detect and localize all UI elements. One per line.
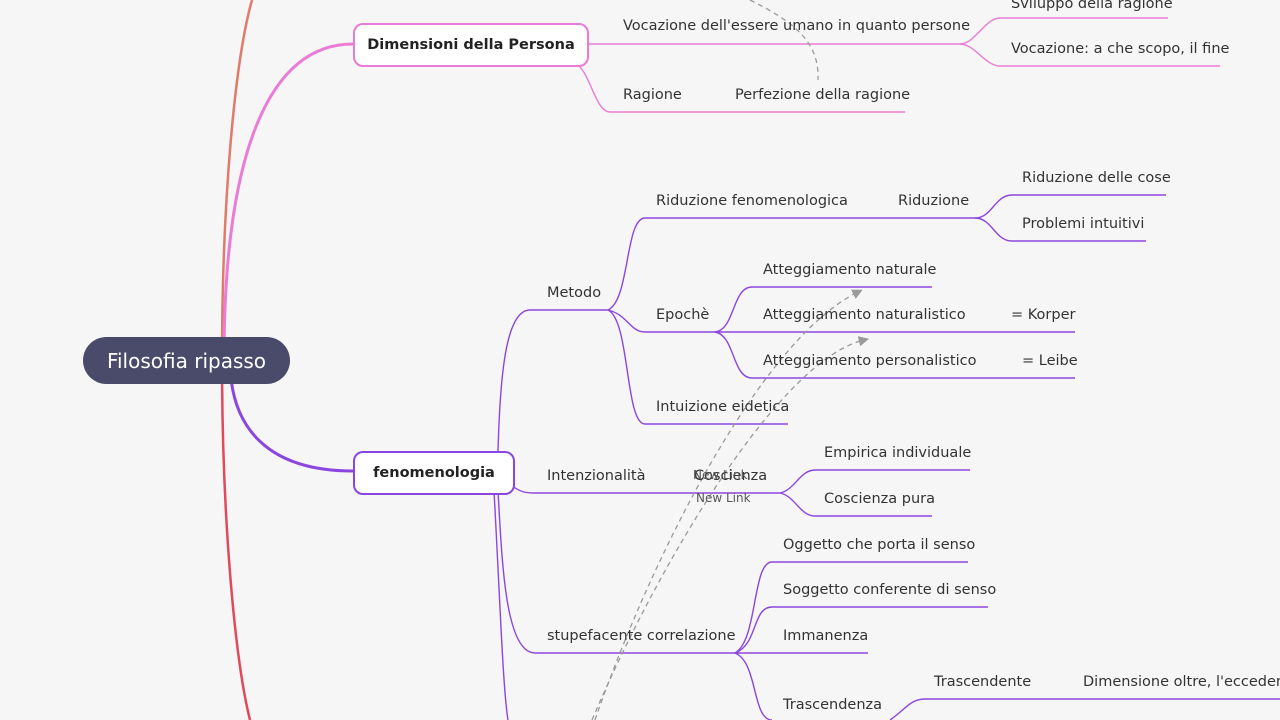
node-riduzione-fenomenologica[interactable]: Riduzione fenomenologica (656, 193, 848, 209)
node-ragione[interactable]: Ragione (623, 87, 682, 103)
node-vocazione-fine[interactable]: Vocazione: a che scopo, il fine (1011, 41, 1230, 57)
relation-link-1 (594, 289, 863, 720)
node-problemi-intuitivi[interactable]: Problemi intuitivi (1022, 216, 1145, 232)
node-dimensione-oltre[interactable]: Dimensione oltre, l'eccedenza (1083, 674, 1280, 690)
branch-pink-line (222, 42, 354, 361)
node-riduzione-cose[interactable]: Riduzione delle cose (1022, 170, 1171, 186)
node-intuizione-eidetica[interactable]: Intuizione eidetica (656, 399, 790, 415)
topic-dimensioni-persona[interactable]: Dimensioni della Persona (353, 23, 589, 67)
node-riduzione[interactable]: Riduzione (898, 193, 970, 209)
relation-label-2[interactable]: New Link (696, 491, 751, 505)
topic-fenomenologia[interactable]: fenomenologia (353, 451, 515, 495)
branch-red-line-lower (220, 359, 252, 720)
node-trascendente[interactable]: Trascendente (934, 674, 1032, 690)
node-atteggiamento-personalistico[interactable]: Atteggiamento personalistico (763, 353, 977, 369)
node-leibe[interactable]: = Leibe (1022, 353, 1078, 369)
node-trascendenza[interactable]: Trascendenza (783, 697, 883, 713)
node-metodo[interactable]: Metodo (547, 285, 602, 301)
node-empirica-individuale[interactable]: Empirica individuale (824, 445, 972, 461)
node-atteggiamento-naturalistico[interactable]: Atteggiamento naturalistico (763, 307, 966, 323)
node-oggetto-senso[interactable]: Oggetto che porta il senso (783, 537, 976, 553)
node-soggetto-senso[interactable]: Soggetto conferente di senso (783, 582, 997, 598)
node-coscienza-pura[interactable]: Coscienza pura (824, 491, 936, 507)
node-intenzionalita[interactable]: Intenzionalità (547, 468, 646, 484)
node-epoche[interactable]: Epochè (656, 307, 710, 323)
node-korper[interactable]: = Korper (1011, 307, 1076, 323)
node-stupefacente-correlazione[interactable]: stupefacente correlazione (547, 628, 736, 644)
node-perfezione-ragione[interactable]: Perfezione della ragione (735, 87, 911, 103)
relation-link-2 (591, 336, 870, 720)
node-sviluppo-ragione[interactable]: Sviluppo della ragione (1011, 0, 1173, 12)
node-coscienza[interactable]: Coscienza (694, 468, 768, 484)
node-atteggiamento-naturale[interactable]: Atteggiamento naturale (763, 262, 937, 278)
relation-label-1[interactable]: New Link (693, 468, 748, 482)
branch-purple-line (228, 359, 354, 473)
branch-red-line (220, 0, 254, 361)
node-immanenza[interactable]: Immanenza (783, 628, 869, 644)
root-topic[interactable]: Filosofia ripasso (83, 337, 290, 384)
node-vocazione-umano[interactable]: Vocazione dell'essere umano in quanto pe… (623, 18, 971, 34)
relation-link-top (749, 0, 819, 81)
